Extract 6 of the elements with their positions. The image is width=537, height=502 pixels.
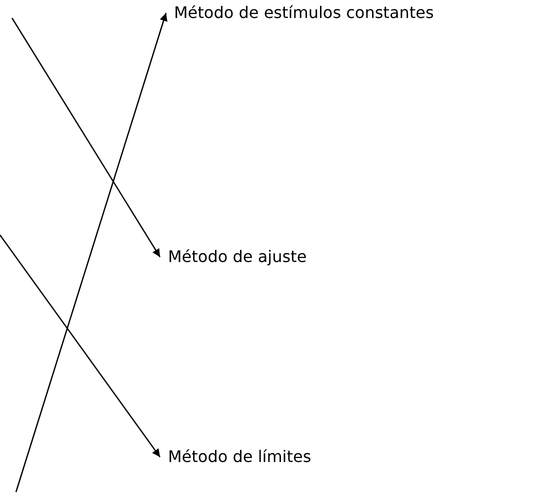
method-label: Método de límites xyxy=(160,445,312,469)
arrow xyxy=(15,12,168,492)
arrow xyxy=(11,18,161,258)
method-label: Método de estímulos constantes xyxy=(166,1,434,25)
method-label: Método de ajuste xyxy=(160,245,307,269)
arrow xyxy=(0,234,161,458)
